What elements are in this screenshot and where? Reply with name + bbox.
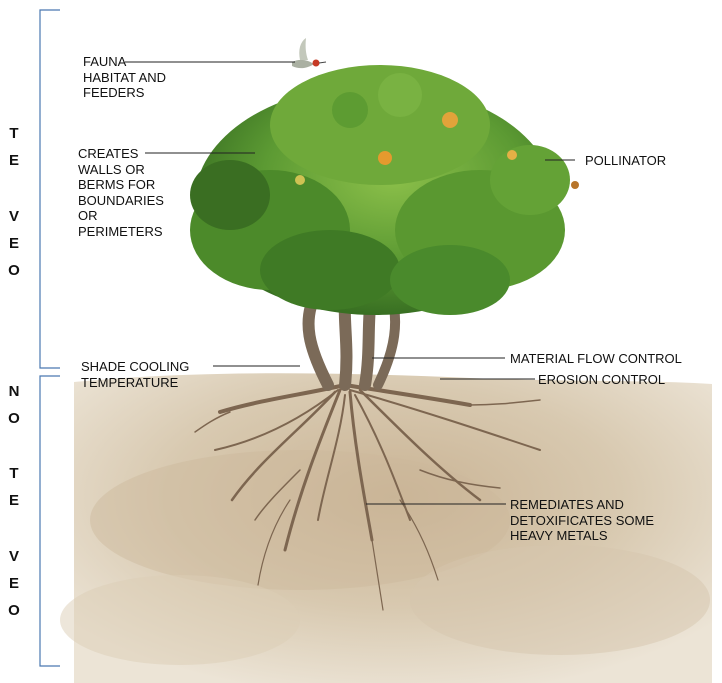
label-shade: SHADE COOLING TEMPERATURE [81, 359, 189, 390]
bracket-bottom [40, 376, 60, 666]
side-letter: E [4, 152, 24, 169]
label-fauna: FAUNA HABITAT AND FEEDERS [83, 54, 166, 101]
side-letter: E [4, 492, 24, 509]
side-letter: O [4, 602, 24, 619]
side-letter: O [4, 410, 24, 427]
side-letter: E [4, 235, 24, 252]
bracket-top [40, 10, 60, 368]
side-letter: V [4, 548, 24, 565]
label-walls: CREATES WALLS OR BERMS FOR BOUNDARIES OR… [78, 146, 164, 239]
side-letter: E [4, 575, 24, 592]
label-erosion: EROSION CONTROL [538, 372, 665, 388]
label-material: MATERIAL FLOW CONTROL [510, 351, 682, 367]
label-pollinator: POLLINATOR [585, 153, 666, 169]
side-letter: N [4, 383, 24, 400]
side-letter: O [4, 262, 24, 279]
side-letter: T [4, 465, 24, 482]
side-letter: T [4, 125, 24, 142]
foliage [190, 65, 579, 315]
side-letter: V [4, 208, 24, 225]
label-remediates: REMEDIATES AND DETOXIFICATES SOME HEAVY … [510, 497, 654, 544]
hummingbird-icon [292, 38, 326, 68]
